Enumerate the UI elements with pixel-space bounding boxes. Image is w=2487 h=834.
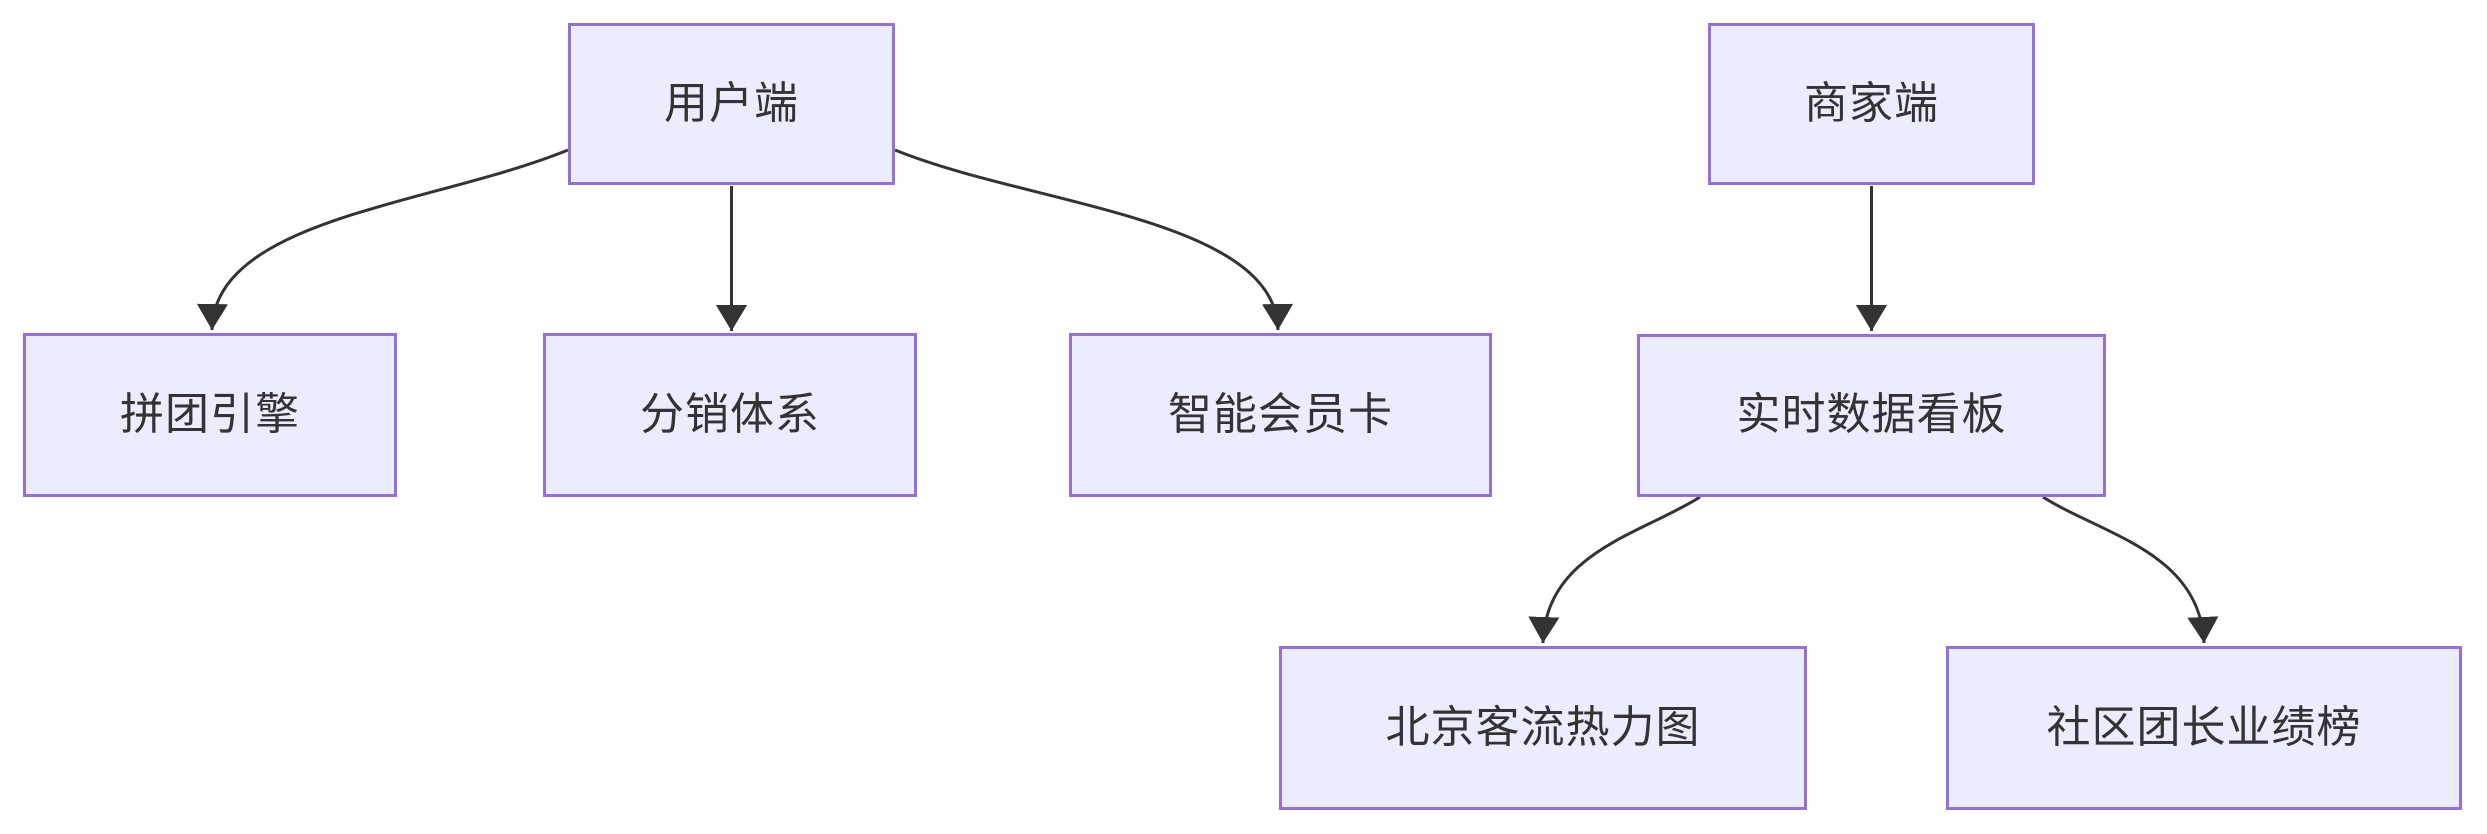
node-community-leader-ranking: 社区团长业绩榜 xyxy=(1946,646,2462,810)
node-group-buy-engine-label: 拼团引擎 xyxy=(120,389,300,439)
node-community-leader-ranking-label: 社区团长业绩榜 xyxy=(2046,702,2362,752)
node-user-side-label: 用户端 xyxy=(664,78,799,128)
node-distribution-system: 分销体系 xyxy=(543,333,917,497)
node-beijing-traffic-heatmap: 北京客流热力图 xyxy=(1279,646,1807,810)
edge-dashboard-to-heatmap xyxy=(1528,495,1701,644)
edge-user-to-member-card xyxy=(894,148,1294,331)
edge-user-to-group-buy xyxy=(196,148,569,331)
node-beijing-traffic-heatmap-label: 北京客流热力图 xyxy=(1385,702,1701,752)
node-merchant-side: 商家端 xyxy=(1708,23,2035,185)
node-smart-member-card: 智能会员卡 xyxy=(1069,333,1492,497)
node-realtime-data-dashboard-label: 实时数据看板 xyxy=(1736,390,2007,440)
edge-dashboard-to-leaderboard xyxy=(2042,495,2219,644)
node-merchant-side-label: 商家端 xyxy=(1804,78,1939,128)
node-distribution-system-label: 分销体系 xyxy=(640,389,820,439)
node-realtime-data-dashboard: 实时数据看板 xyxy=(1637,334,2106,497)
node-user-side: 用户端 xyxy=(568,23,895,185)
node-smart-member-card-label: 智能会员卡 xyxy=(1168,389,1393,439)
node-group-buy-engine: 拼团引擎 xyxy=(23,333,397,497)
